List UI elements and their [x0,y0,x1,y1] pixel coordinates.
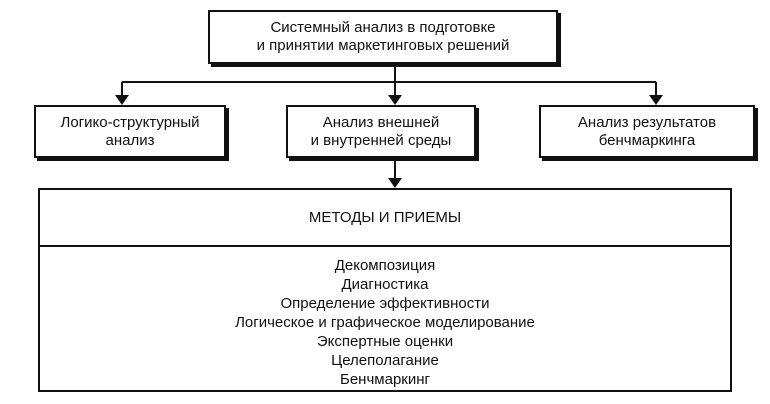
methods-box: МЕТОДЫ И ПРИЕМЫ Декомпозиция Диагностика… [38,188,732,392]
middle-box: Анализ внешней и внутренней среды [286,105,476,158]
method-item-goal-setting: Целеполагание [331,352,439,369]
arrow-middle-icon [388,95,402,105]
left-box: Логико-структурный анализ [34,105,226,158]
left-box-text: Логико-структурный анализ [60,113,200,149]
method-item-decomposition: Декомпозиция [334,257,436,274]
middle-box-text: Анализ внешней и внутренней среды [310,113,452,149]
top-box: Системный анализ в подготовке и принятии… [208,10,558,64]
method-item-efficiency: Определение эффективности [280,295,490,312]
right-box: Анализ результатов бенчмаркинга [539,105,755,158]
arrow-right-icon [649,95,663,105]
methods-title: МЕТОДЫ И ПРИЕМЫ [308,208,462,226]
arrow-left-icon [115,95,129,105]
methods-divider [40,245,730,247]
method-item-diagnostics: Диагностика [341,276,429,293]
right-box-text: Анализ результатов бенчмаркинга [577,113,717,149]
methods-list: Декомпозиция Диагностика Определение эфф… [40,256,730,389]
top-box-text: Системный анализ в подготовке и принятии… [256,19,510,54]
method-item-expert-evaluations: Экспертные оценки [316,333,454,350]
arrow-bottom-icon [388,178,402,188]
methods-title-section: МЕТОДЫ И ПРИЕМЫ [40,190,730,245]
method-item-benchmarking: Бенчмаркинг [340,371,430,388]
method-item-modeling: Логическое и графическое моделирование [235,314,535,331]
